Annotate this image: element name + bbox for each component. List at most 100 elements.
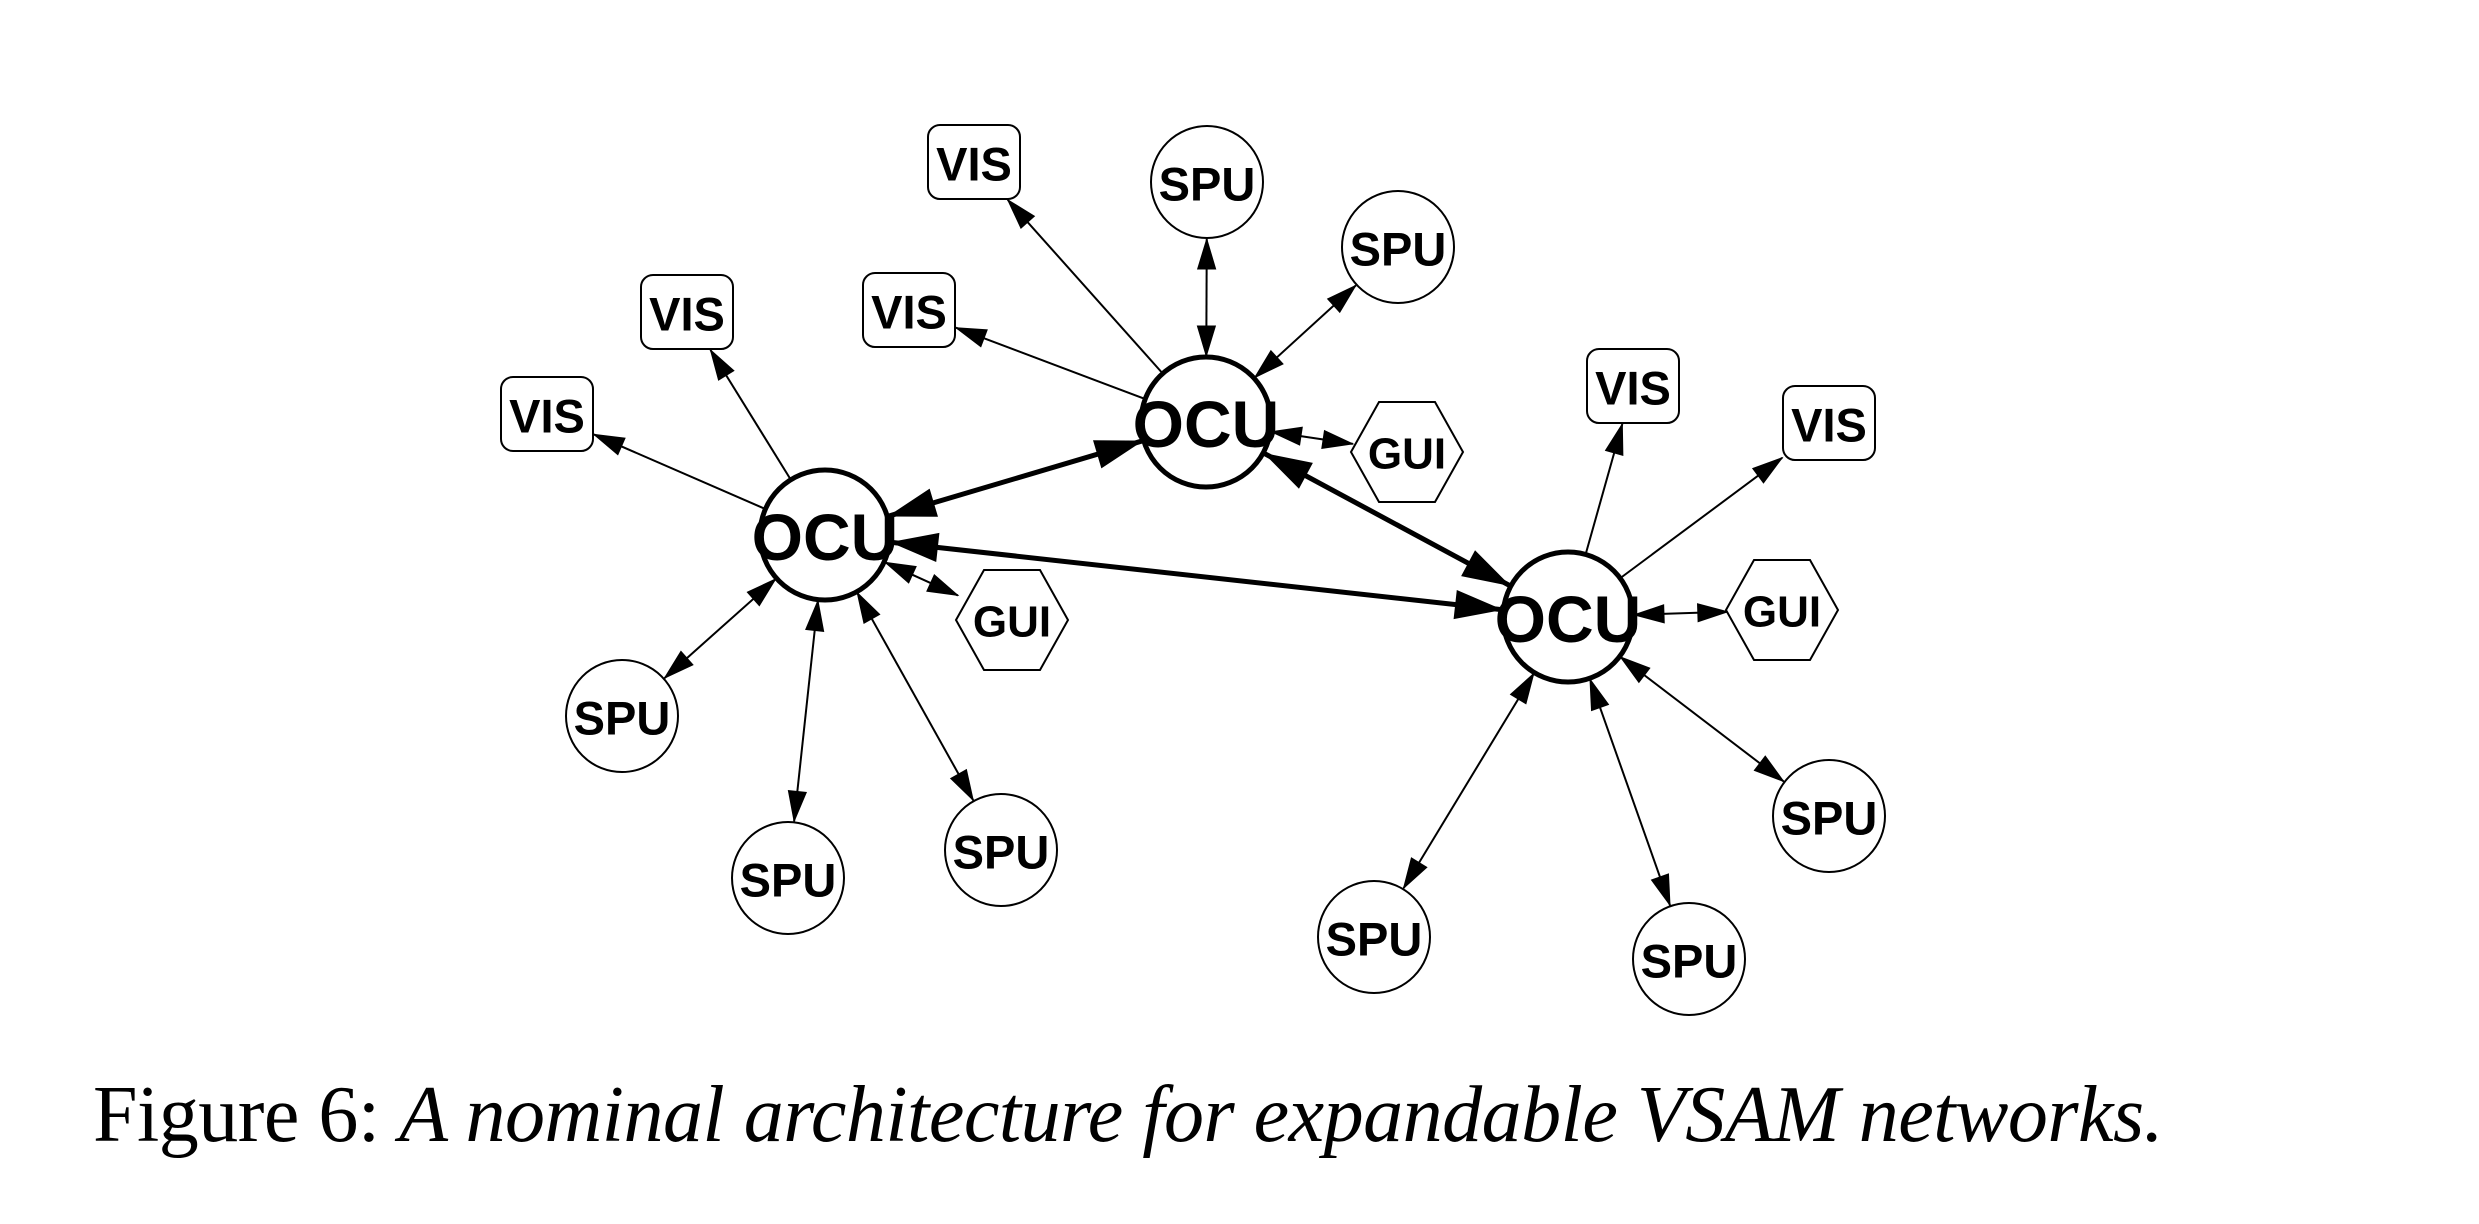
arrowhead-icon bbox=[1509, 671, 1535, 705]
arrowhead-icon bbox=[1093, 440, 1144, 469]
node-vis-r1: VIS bbox=[1586, 348, 1680, 424]
arrowhead-icon bbox=[1253, 349, 1284, 379]
node-label: VIS bbox=[1791, 399, 1867, 452]
arrowhead-icon bbox=[787, 789, 808, 824]
node-label: SPU bbox=[1326, 913, 1423, 966]
spu-circle bbox=[731, 821, 845, 935]
spu-circle bbox=[944, 793, 1058, 907]
arrowhead-icon bbox=[1461, 550, 1511, 587]
node-spu-t2: SPU bbox=[1341, 190, 1455, 304]
node-label: SPU bbox=[1350, 223, 1447, 276]
edge-ocu-left-to-spu-l2 bbox=[787, 598, 825, 824]
node-label: SPU bbox=[1781, 792, 1878, 845]
arrowhead-icon bbox=[1753, 755, 1786, 783]
arrowhead-icon bbox=[1650, 873, 1671, 907]
arrowhead-icon bbox=[592, 433, 626, 456]
edge-line bbox=[1620, 456, 1783, 579]
node-label: OCU bbox=[752, 500, 899, 574]
edge-ocu-right-to-vis-r2 bbox=[1620, 456, 1784, 579]
arrowhead-icon bbox=[1263, 452, 1313, 489]
spu-circle bbox=[1317, 880, 1431, 994]
node-label: GUI bbox=[1368, 430, 1446, 479]
arrowhead-icon bbox=[1751, 456, 1784, 484]
edge-ocu-right-to-spu-r3 bbox=[1619, 655, 1786, 783]
node-gui-r: GUI bbox=[1724, 559, 1840, 661]
arrowhead-icon bbox=[954, 327, 988, 348]
ocu-circle bbox=[1500, 549, 1636, 685]
spu-circle bbox=[565, 659, 679, 773]
edge-ocu-left-to-spu-l1 bbox=[663, 577, 778, 680]
node-label: VIS bbox=[871, 286, 947, 339]
node-spu-l1: SPU bbox=[565, 659, 679, 773]
node-vis-l1: VIS bbox=[500, 376, 594, 452]
vis-box bbox=[862, 272, 956, 348]
node-vis-r2: VIS bbox=[1782, 385, 1876, 461]
node-ocu-right: OCU bbox=[1495, 549, 1641, 685]
arrowhead-icon bbox=[889, 532, 940, 563]
node-label: VIS bbox=[509, 390, 585, 443]
node-label: SPU bbox=[953, 826, 1050, 879]
ocu-circle bbox=[757, 467, 893, 603]
arrowhead-icon bbox=[926, 573, 960, 597]
arrowhead-icon bbox=[1619, 655, 1651, 684]
node-spu-l3: SPU bbox=[944, 793, 1058, 907]
edge-ocu-left-to-gui-l bbox=[883, 561, 960, 597]
node-spu-t1: SPU bbox=[1150, 125, 1264, 239]
edge-ocu-left-to-spu-l3 bbox=[856, 591, 975, 802]
arrowhead-icon bbox=[1321, 429, 1355, 449]
ocu-circle bbox=[1138, 354, 1274, 490]
gui-hexagon bbox=[954, 569, 1070, 671]
vis-box bbox=[1586, 348, 1680, 424]
edge-ocu-left-to-vis-l1 bbox=[592, 433, 765, 510]
arrowhead-icon bbox=[883, 561, 917, 584]
node-spu-r3: SPU bbox=[1772, 759, 1886, 873]
node-vis-l2: VIS bbox=[640, 274, 734, 350]
edge-ocu-top-to-spu-t1 bbox=[1196, 237, 1217, 358]
node-ocu-left: OCU bbox=[752, 467, 899, 603]
edges-layer bbox=[592, 198, 1786, 907]
node-label: VIS bbox=[1595, 362, 1671, 415]
node-label: SPU bbox=[740, 854, 837, 907]
edge-ocu-right-to-spu-r1 bbox=[1402, 671, 1535, 890]
edge-ocu-top-to-gui-t bbox=[1269, 426, 1355, 449]
vis-box bbox=[927, 124, 1021, 200]
arrowhead-icon bbox=[856, 591, 881, 624]
vis-box bbox=[640, 274, 734, 350]
edge-line bbox=[856, 592, 975, 801]
edge-ocu-right-to-vis-r1 bbox=[1584, 422, 1624, 554]
gui-hexagon bbox=[1724, 559, 1840, 661]
edge-ocu-right-to-gui-r bbox=[1632, 603, 1730, 624]
edge-line bbox=[1006, 199, 1163, 374]
edge-line bbox=[793, 600, 819, 822]
edge-ocu-top-to-ocu-right bbox=[1263, 451, 1511, 588]
nodes-layer: OCU OCU OCU VIS VIS GUI SPU SPU SPU VIS VIS SPU SPU G… bbox=[500, 124, 1886, 1016]
arrowhead-icon bbox=[949, 768, 975, 802]
node-label: OCU bbox=[1133, 387, 1280, 461]
spu-circle bbox=[1632, 902, 1746, 1016]
arrowhead-icon bbox=[1589, 677, 1610, 712]
arrowhead-icon bbox=[746, 577, 778, 607]
edge-ocu-top-to-spu-t2 bbox=[1253, 284, 1358, 379]
spu-circle bbox=[1341, 190, 1455, 304]
arrowhead-icon bbox=[1453, 589, 1504, 620]
spu-circle bbox=[1150, 125, 1264, 239]
arrowhead-icon bbox=[709, 348, 735, 381]
edge-ocu-top-to-vis-t1 bbox=[1006, 198, 1163, 374]
node-label: VIS bbox=[936, 138, 1012, 191]
arrowhead-icon bbox=[1604, 422, 1624, 456]
node-vis-t2: VIS bbox=[862, 272, 956, 348]
arrowhead-icon bbox=[887, 488, 938, 517]
node-vis-t1: VIS bbox=[927, 124, 1021, 200]
edge-line bbox=[955, 326, 1145, 400]
node-ocu-top: OCU bbox=[1133, 354, 1280, 490]
node-spu-l2: SPU bbox=[731, 821, 845, 935]
node-gui-l: GUI bbox=[954, 569, 1070, 671]
edge-ocu-left-to-ocu-top bbox=[887, 438, 1144, 519]
node-gui-t: GUI bbox=[1349, 401, 1465, 503]
edge-ocu-top-to-vis-t2 bbox=[954, 326, 1145, 400]
edge-line bbox=[593, 433, 765, 510]
arrowhead-icon bbox=[1326, 284, 1358, 314]
arrowhead-icon bbox=[1006, 198, 1036, 229]
gui-hexagon bbox=[1349, 401, 1465, 503]
